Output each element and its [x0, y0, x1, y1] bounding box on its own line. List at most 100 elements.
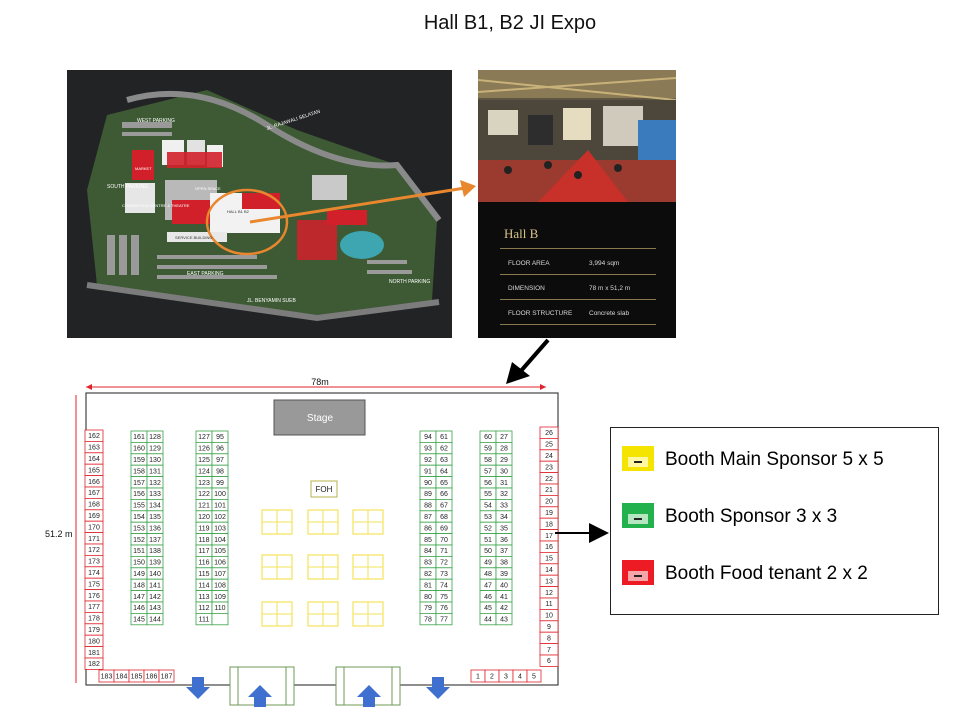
- booth-number: 33: [500, 503, 508, 510]
- booth-number: 115: [198, 571, 209, 578]
- booth-number: 34: [500, 514, 508, 521]
- floor-area-label: FLOOR AREA: [508, 260, 550, 267]
- booth-number: 123: [198, 480, 210, 487]
- booth-number: 16: [545, 544, 553, 551]
- booth-number: 26: [545, 430, 553, 437]
- booth-number: 128: [149, 434, 161, 441]
- booth-number: 77: [440, 617, 448, 624]
- hall-name: Hall B: [504, 226, 539, 241]
- booth-number: 185: [131, 674, 143, 681]
- booth-number: 174: [88, 570, 100, 577]
- booth-number: 39: [500, 571, 508, 578]
- booth-number: 113: [198, 594, 209, 601]
- booth-number: 3: [504, 674, 508, 681]
- booth-number: 11: [545, 601, 552, 608]
- service-building-label: SERVICE BUILDING: [175, 235, 213, 240]
- booth-number: 136: [149, 525, 161, 532]
- booth-number: 91: [424, 468, 432, 475]
- booth-number: 61: [440, 434, 448, 441]
- foh-booth: [310, 480, 338, 498]
- booth-number: 90: [424, 480, 432, 487]
- booth-number: 21: [545, 487, 553, 494]
- booth-number: 103: [214, 525, 226, 532]
- booth-number: 44: [484, 617, 492, 624]
- booth-number: 114: [198, 582, 209, 589]
- booth-number: 169: [88, 513, 100, 520]
- booth-number: 102: [214, 514, 226, 521]
- legend-label-sponsor: Booth Sponsor 3 x 3: [665, 506, 838, 527]
- booth-number: 97: [216, 457, 224, 464]
- booth-number: 19: [545, 510, 553, 517]
- booth-number: 151: [133, 548, 145, 555]
- booth-number: 111: [199, 617, 210, 624]
- booth-number: 165: [88, 467, 100, 474]
- booth-number: 179: [88, 627, 100, 634]
- booth-number: 153: [133, 525, 145, 532]
- booth-number: 120: [198, 514, 210, 521]
- booth-legend: Booth Main Sponsor 5 x 5 Booth Sponsor 3…: [610, 427, 939, 615]
- booth-number: 137: [149, 537, 161, 544]
- booth-number: 117: [198, 548, 209, 555]
- page-title: Hall B1, B2 JI Expo: [423, 12, 597, 34]
- booth-number: 144: [149, 617, 161, 624]
- booth-number: 66: [440, 491, 448, 498]
- booth-number: 13: [545, 578, 553, 585]
- booth-number: 109: [214, 594, 226, 601]
- booth-number: 163: [88, 445, 100, 452]
- booth-number: 47: [484, 582, 492, 589]
- booth-number: 106: [214, 560, 226, 567]
- booth-number: 28: [500, 446, 508, 453]
- booth-number: 181: [88, 650, 100, 657]
- booth-number: 89: [424, 491, 432, 498]
- booth-number: 82: [424, 571, 432, 578]
- booth-number: 122: [198, 491, 210, 498]
- entrance-arrow-icon: [248, 685, 272, 707]
- booth-number: 67: [440, 503, 448, 510]
- floor-area-value: 3,994 sqm: [589, 260, 620, 267]
- booth-number: 101: [214, 503, 226, 510]
- booth-number: 68: [440, 514, 448, 521]
- booth-number: 146: [133, 605, 145, 612]
- south-parking-label: SOUTH PARKING: [107, 184, 148, 190]
- booth-number: 126: [198, 446, 210, 453]
- booth-number: 135: [149, 514, 161, 521]
- booth-number: 6: [547, 658, 551, 665]
- aerial-site-map: WEST PARKING SOUTH PARKING EAST PARKING …: [67, 70, 452, 338]
- booth-number: 173: [88, 559, 100, 566]
- dimension-value: 78 m x 51,2 m: [589, 285, 631, 292]
- booth-number: 112: [198, 605, 209, 612]
- yellow-booth-icon: [622, 446, 654, 471]
- booth-number: 5: [532, 674, 536, 681]
- booth-number: 85: [424, 537, 432, 544]
- booth-number: 29: [500, 457, 508, 464]
- booth-number: 142: [149, 594, 161, 601]
- booth-number: 148: [133, 582, 145, 589]
- booth-number: 187: [161, 674, 173, 681]
- booth-number: 104: [214, 537, 226, 544]
- booth-number: 87: [424, 514, 432, 521]
- booth-number: 45: [484, 605, 492, 612]
- booth-number: 75: [440, 594, 448, 601]
- red-booth-icon: [622, 560, 654, 585]
- booth-number: 7: [547, 647, 551, 654]
- booth-number: 36: [500, 537, 508, 544]
- booth-number: 18: [545, 521, 553, 528]
- booth-number: 32: [500, 491, 508, 498]
- booth-number: 53: [484, 514, 492, 521]
- floor-structure-value: Concrete slab: [589, 310, 630, 317]
- booth-number: 42: [500, 605, 508, 612]
- booth-number: 17: [545, 533, 553, 540]
- booth-number: 27: [500, 434, 508, 441]
- booth-number: 140: [149, 571, 161, 578]
- booth-number: 2: [490, 674, 494, 681]
- booth-number: 72: [440, 560, 448, 567]
- booth-number: 52: [484, 525, 492, 532]
- booth-number: 167: [88, 490, 100, 497]
- entrance-arrow-icon: [357, 685, 381, 707]
- booth-number: 138: [149, 548, 161, 555]
- booth-number: 150: [133, 560, 145, 567]
- food-booth: [539, 654, 559, 667]
- booth-number: 99: [216, 480, 224, 487]
- booth-number: 183: [101, 674, 113, 681]
- booth-number: 59: [484, 446, 492, 453]
